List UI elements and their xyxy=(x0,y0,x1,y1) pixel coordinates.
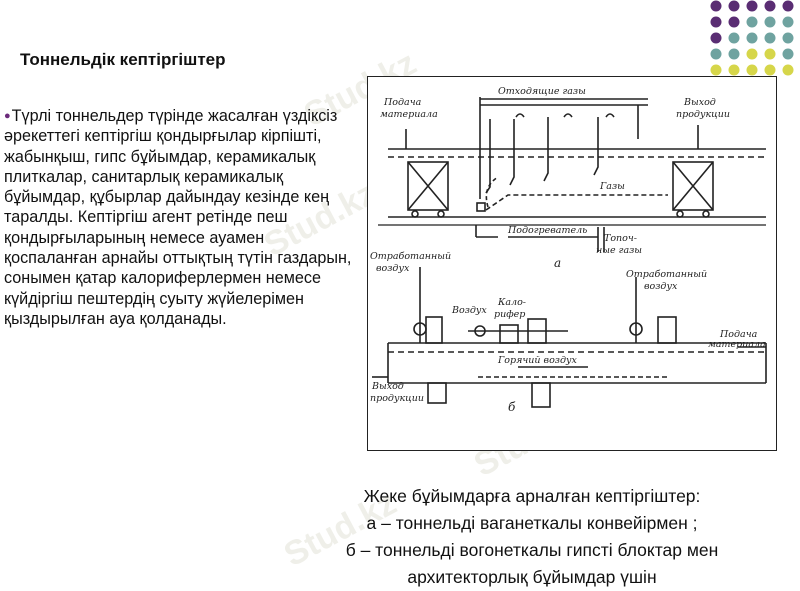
label-spent-air-right-2: воздух xyxy=(644,281,678,292)
label-exhaust-gas: Отходящие газы xyxy=(498,86,586,97)
label-letter-b: б xyxy=(508,400,516,414)
figure-caption: Жеке бұйымдарға арналған кептіргіштер: а… xyxy=(262,483,800,591)
decorative-dot xyxy=(782,16,794,28)
slide-title: Тоннельдік кептіргіштер xyxy=(20,50,226,69)
label-heater: Подогреватель xyxy=(507,225,587,236)
caption-line-2: а – тоннельді ваганеткалы конвейірмен ; xyxy=(366,513,698,533)
decorative-dot xyxy=(710,16,722,28)
decorative-dot xyxy=(782,0,794,12)
label-letter-a: а xyxy=(554,256,561,270)
decorative-dot xyxy=(764,64,776,76)
label-fuel-gas-2: ные газы xyxy=(596,245,642,256)
decorative-dot xyxy=(764,48,776,60)
decorative-dot xyxy=(728,0,740,12)
caption-line-3: б – тоннельді вогонеткалы гипсті блоктар… xyxy=(345,540,719,560)
slide-body: ●Түрлі тоннельдер түрінде жасалған үздік… xyxy=(4,106,352,329)
label-feed-a-1: Подача xyxy=(383,97,422,108)
decorative-dot xyxy=(728,16,740,28)
label-air: Воздух xyxy=(451,305,487,316)
dryer-diagram: Отходящие газы Подача материала Выход пр… xyxy=(367,76,777,451)
decorative-dot xyxy=(764,32,776,44)
dryer-diagram-drawing: Отходящие газы Подача материала Выход пр… xyxy=(370,86,767,414)
decorative-dot xyxy=(746,64,758,76)
decorative-dot xyxy=(746,0,758,12)
label-fuel-gas-1: Топоч- xyxy=(604,233,637,244)
label-gases: Газы xyxy=(599,181,625,192)
decorative-dot xyxy=(710,0,722,12)
decorative-dot xyxy=(782,48,794,60)
decorative-dot xyxy=(710,48,722,60)
label-hot-air: Горячий воздух xyxy=(497,355,578,366)
slide-body-text: Түрлі тоннельдер түрінде жасалған үздікс… xyxy=(4,107,352,328)
decorative-dot-grid xyxy=(710,0,794,76)
decorative-dot xyxy=(764,16,776,28)
decorative-dot xyxy=(746,16,758,28)
label-output-b-1: Выход xyxy=(371,381,404,392)
label-spent-air-left-2: воздух xyxy=(376,263,410,274)
decorative-dot xyxy=(782,64,794,76)
label-feed-b-1: Подача xyxy=(719,329,758,340)
caption-line-1: Жеке бұйымдарға арналған кептіргіштер: xyxy=(363,486,701,506)
label-output-a-1: Выход xyxy=(683,97,716,108)
decorative-dot xyxy=(746,32,758,44)
decorative-dot xyxy=(728,32,740,44)
decorative-dot xyxy=(782,32,794,44)
decorative-dot xyxy=(728,64,740,76)
label-feed-a-2: материала xyxy=(380,109,438,120)
label-output-a-2: продукции xyxy=(676,109,730,120)
decorative-dot xyxy=(764,0,776,12)
decorative-dot xyxy=(746,48,758,60)
caption-line-4: архитекторлық бұйымдар үшін xyxy=(407,567,657,587)
label-calorifer-2: рифер xyxy=(494,309,525,320)
bullet-icon: ● xyxy=(4,110,11,122)
label-spent-air-right-1: Отработанный xyxy=(626,269,707,280)
decorative-dot xyxy=(710,32,722,44)
label-spent-air-left-1: Отработанный xyxy=(370,251,451,262)
label-calorifer-1: Кало- xyxy=(497,297,526,308)
decorative-dot xyxy=(710,64,722,76)
decorative-dot xyxy=(728,48,740,60)
label-output-b-2: продукции xyxy=(370,393,424,404)
label-feed-b-2: материала xyxy=(708,339,766,350)
